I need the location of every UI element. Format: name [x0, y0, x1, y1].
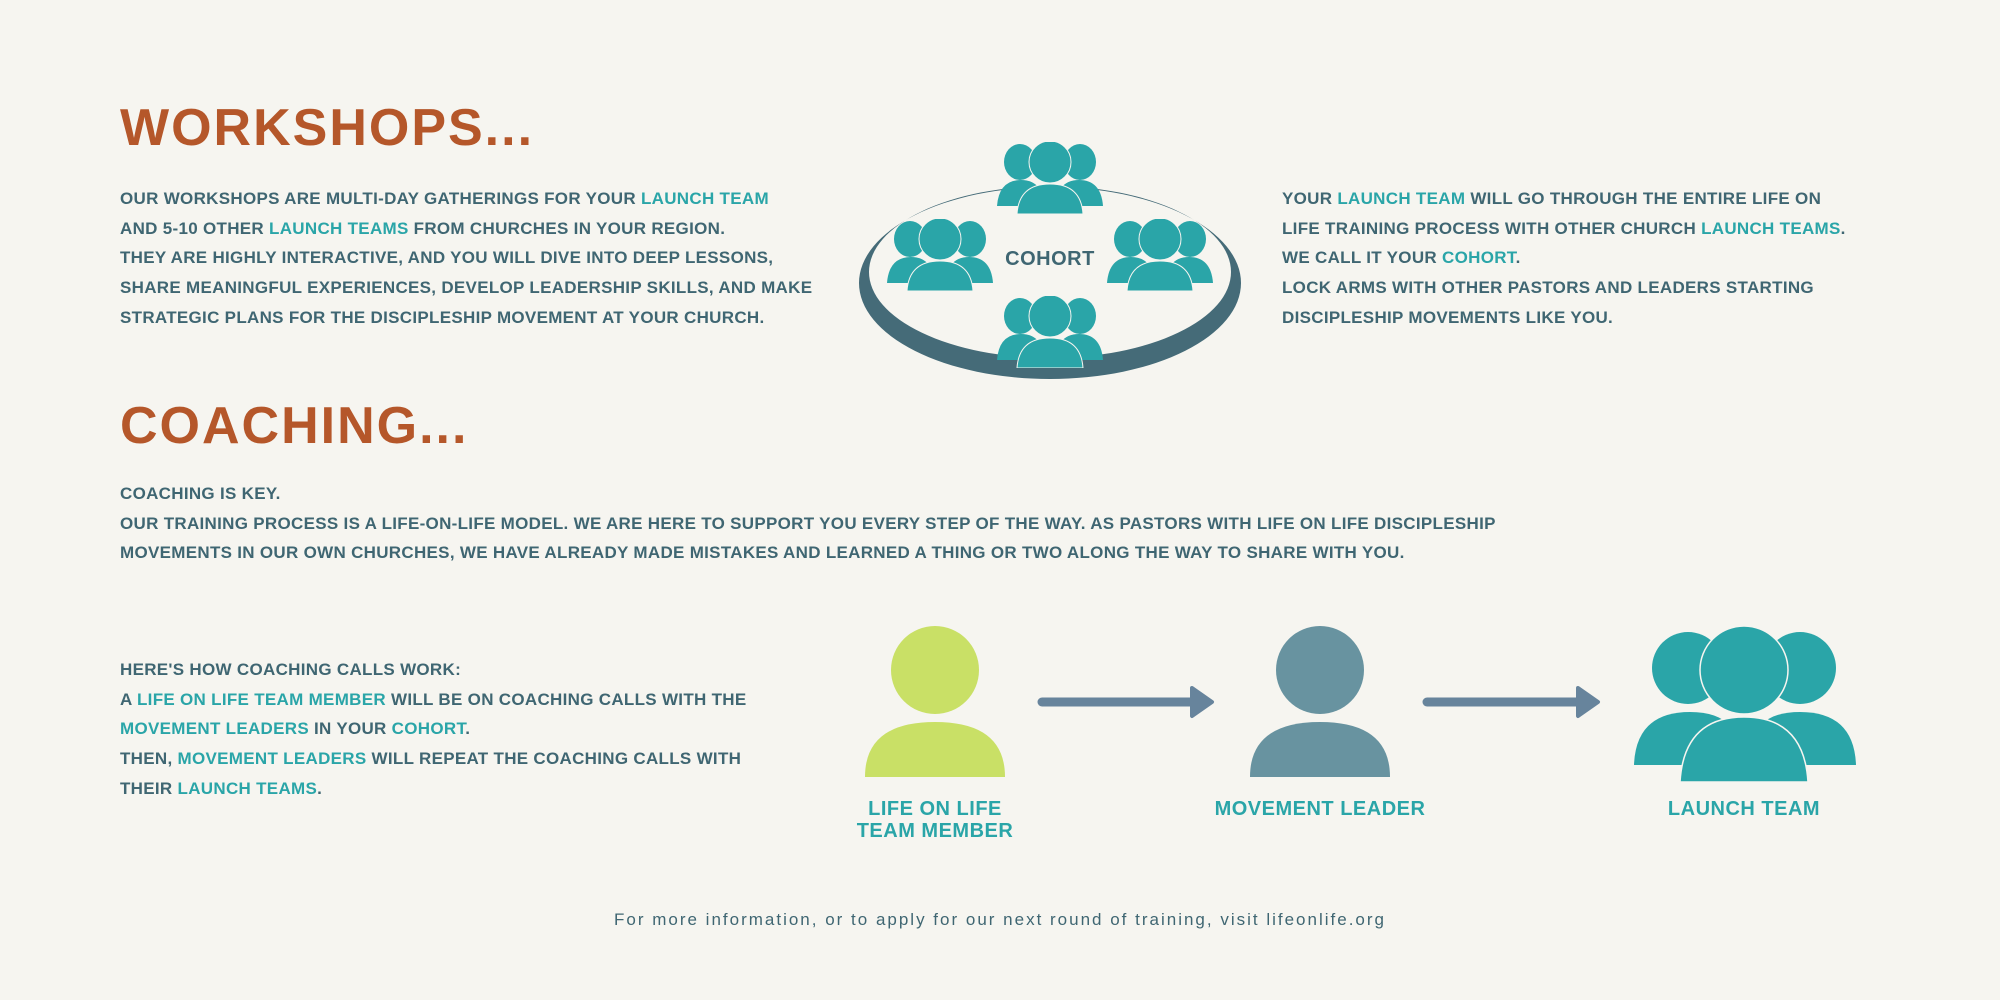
- text-line: movements in our own churches, we have a…: [120, 543, 1405, 563]
- text-line: A Life on Life Team Member will be on co…: [120, 685, 747, 715]
- text-line: share meaningful experiences, develop le…: [120, 278, 813, 298]
- launch-team-label: LAUNCH TEAM: [1667, 798, 1821, 820]
- workshops-title: WORKSHOPS...: [120, 99, 535, 157]
- text: Life training process with other church: [1282, 218, 1702, 238]
- text-line: Coaching is key.: [120, 484, 281, 503]
- cohort-label: COHORT: [1005, 248, 1095, 270]
- arrow-right-icon: [1422, 686, 1600, 718]
- text-line: They are highly interactive, and you wil…: [120, 248, 774, 268]
- text: Then,: [120, 749, 178, 769]
- footer-info-text: For more information, or to apply for ou…: [613, 910, 1386, 929]
- text-line: strategic plans for the discipleship mov…: [120, 307, 765, 327]
- workshops-description: Our workshops are multi-day gatherings f…: [120, 184, 812, 333]
- text: will be on coaching calls with the: [385, 689, 747, 709]
- text: will go through the entire Life on: [1465, 189, 1822, 208]
- launch-team-group-icon: [1634, 625, 1856, 783]
- team-member-person-icon: [865, 626, 1005, 777]
- text: will repeat the coaching calls with: [366, 749, 742, 769]
- people-group-icon: [996, 296, 1104, 368]
- text: .: [1515, 248, 1521, 268]
- text-line: Our training process is a life-on-life m…: [120, 513, 1496, 533]
- highlight-launch-teams: Launch Teams: [177, 778, 318, 798]
- text: .: [465, 719, 471, 739]
- highlight-launch-team: Launch Team: [640, 189, 769, 208]
- label-line: LIFE ON LIFE: [868, 798, 1002, 820]
- text: in your: [308, 719, 392, 739]
- text-line: Life training process with other church …: [1282, 214, 1846, 244]
- text-line: We call it your Cohort.: [1282, 243, 1846, 273]
- team-member-label: LIFE ON LIFE TEAM MEMBER: [835, 798, 1035, 842]
- text-line: discipleship movements like you.: [1282, 307, 1614, 327]
- text: and 5-10 other: [120, 218, 270, 238]
- people-group-icon: [1106, 219, 1214, 291]
- movement-leader-label: MOVEMENT LEADER: [1214, 798, 1426, 820]
- highlight-movement-leaders: Movement Leaders: [177, 749, 367, 769]
- coaching-calls-description: Here's how coaching calls work: A Life o…: [120, 655, 747, 804]
- highlight-launch-teams: Launch Teams: [1701, 218, 1841, 238]
- coaching-description: Coaching is key. Our training process is…: [120, 479, 1496, 568]
- text: .: [1840, 218, 1846, 238]
- text-line: Our workshops are multi-day gatherings f…: [120, 184, 812, 214]
- movement-leader-person-icon: [1250, 626, 1390, 777]
- highlight-movement-leaders: Movement Leaders: [120, 719, 309, 739]
- cohort-description: Your Launch Team will go through the ent…: [1282, 184, 1846, 333]
- highlight-team-member: Life on Life Team Member: [136, 689, 386, 709]
- arrow-right-icon: [1037, 686, 1214, 718]
- coaching-title: COACHING...: [120, 397, 469, 455]
- text-line: Lock arms with other pastors and leaders…: [1282, 278, 1814, 298]
- people-group-icon: [996, 142, 1104, 214]
- label-line: TEAM MEMBER: [856, 820, 1014, 842]
- text: .: [317, 778, 323, 798]
- people-group-icon: [886, 219, 994, 291]
- text: their: [120, 778, 178, 798]
- text-line: Your Launch Team will go through the ent…: [1282, 184, 1846, 214]
- highlight-launch-teams: Launch Teams: [269, 218, 409, 238]
- text-line: Then, Movement Leaders will repeat the c…: [120, 744, 747, 774]
- text: Our workshops are multi-day gatherings f…: [120, 189, 641, 208]
- text: We call it your: [1282, 248, 1443, 268]
- text-line: Here's how coaching calls work:: [120, 660, 462, 679]
- text: from churches in your region.: [408, 218, 726, 238]
- text: A: [120, 689, 137, 709]
- highlight-cohort: Cohort: [1442, 248, 1516, 268]
- highlight-cohort: Cohort: [391, 719, 466, 739]
- text-line: and 5-10 other Launch Teams from churche…: [120, 214, 812, 244]
- highlight-launch-team: Launch Team: [1337, 189, 1466, 208]
- text-line: their Launch Teams.: [120, 774, 747, 804]
- text-line: Movement Leaders in your Cohort.: [120, 714, 747, 744]
- text: Your: [1282, 189, 1338, 208]
